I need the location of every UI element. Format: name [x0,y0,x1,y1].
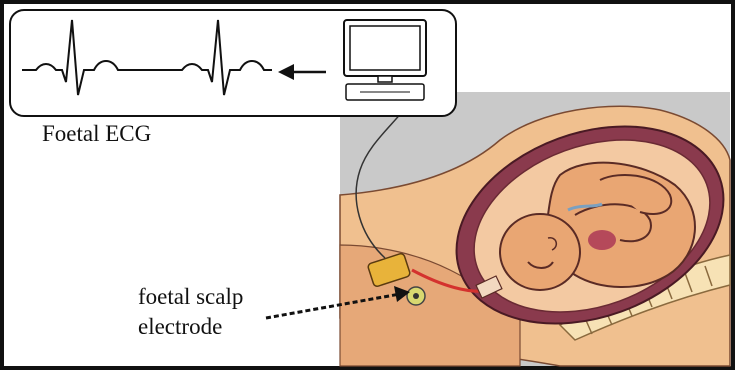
fetus-head [500,214,580,290]
scalp-label-line2: electrode [138,312,243,342]
foetal-ecg-label: Foetal ECG [42,122,151,145]
foetal-scalp-electrode-label: foetal scalp electrode [138,282,243,342]
computer-monitor-icon [344,20,426,100]
scalp-label-line1: foetal scalp [138,282,243,312]
fetus-marking [588,230,616,250]
